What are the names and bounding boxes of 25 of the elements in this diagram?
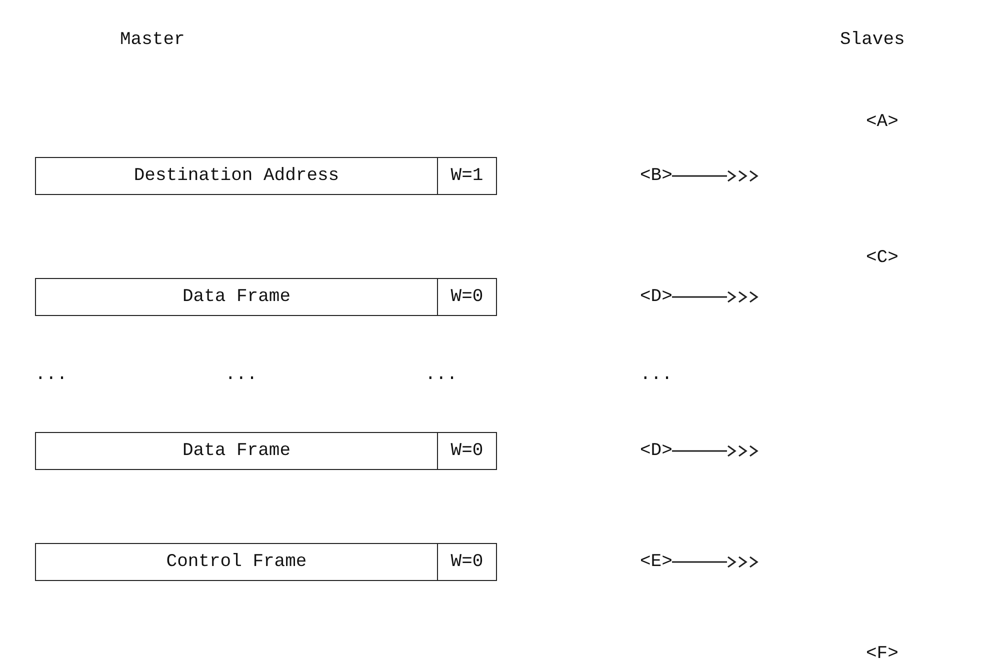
ellipsis: ... [35, 364, 68, 386]
flag-field: W=0 [437, 433, 496, 469]
field-text: Data Frame [182, 287, 291, 307]
ellipsis: ... [225, 364, 258, 386]
field-text: Control Frame [166, 552, 307, 572]
slave-address: <B> [640, 165, 672, 187]
field-text: Data Frame [182, 441, 291, 461]
flag-field: W=1 [437, 158, 496, 194]
column-heading: Master [120, 29, 185, 51]
slave-address: <D> [640, 440, 672, 462]
slave-address: <C> [866, 247, 898, 269]
ellipsis: ... [640, 364, 672, 386]
slave-address: <D> [640, 286, 672, 308]
slave-address: <E> [640, 551, 672, 573]
ellipsis: ... [425, 364, 458, 386]
slave-address: <A> [866, 111, 898, 133]
frame-box [35, 278, 497, 316]
field-text: Destination Address [134, 166, 340, 186]
slave-address: <F> [866, 643, 898, 665]
frame-box [35, 543, 497, 581]
flag-field: W=0 [437, 279, 496, 315]
frame-box [35, 432, 497, 470]
frame-box [35, 157, 497, 195]
flag-field: W=0 [437, 544, 496, 580]
column-heading: Slaves [840, 29, 905, 51]
